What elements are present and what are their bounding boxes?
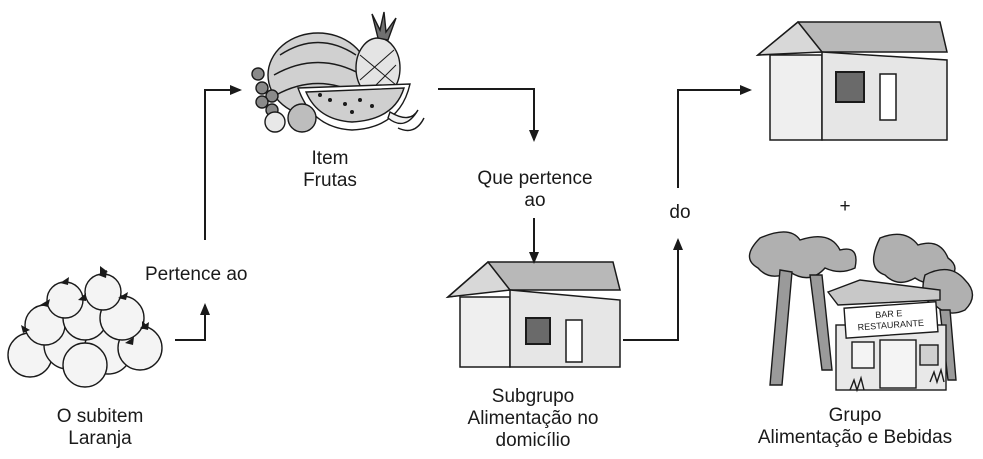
label-que-pertence: Que pertence ao bbox=[455, 168, 615, 212]
label-pertence: Pertence ao bbox=[145, 264, 275, 286]
label-do-text: do bbox=[669, 202, 691, 223]
label-item-line2: Frutas bbox=[303, 170, 357, 191]
restaurant-icon bbox=[748, 231, 974, 393]
label-item: Item Frutas bbox=[275, 148, 385, 192]
label-subitem: O subitem Laranja bbox=[35, 406, 165, 450]
arrow-do-to-group bbox=[677, 85, 752, 188]
label-subgrupo-line1: Subgrupo bbox=[491, 386, 575, 407]
restaurant-sign-line2: RESTAURANTE bbox=[857, 318, 924, 333]
label-subitem-line1: O subitem bbox=[56, 406, 144, 427]
arrow-subitem-to-item bbox=[204, 85, 242, 240]
label-que-pertence-line2: ao bbox=[524, 190, 546, 211]
fruit-basket-icon bbox=[251, 11, 425, 133]
label-plus: + bbox=[830, 196, 860, 218]
oranges-icon bbox=[7, 266, 163, 388]
arrow-subgrupo-up bbox=[623, 238, 683, 341]
label-grupo-line1: Grupo bbox=[828, 405, 882, 426]
label-subgrupo-line3: domicílio bbox=[495, 430, 571, 451]
label-item-line1: Item bbox=[311, 148, 349, 169]
label-do: do bbox=[655, 202, 705, 224]
label-grupo-line2: Alimentação e Bebidas bbox=[757, 427, 953, 448]
label-subgrupo: Subgrupo Alimentação no domicílio bbox=[438, 386, 628, 452]
label-subgrupo-line2: Alimentação no bbox=[467, 408, 599, 429]
arrow-oranges-up bbox=[175, 303, 210, 341]
house-icon-subgroup bbox=[445, 260, 621, 368]
label-plus-text: + bbox=[839, 196, 851, 217]
restaurant-sign-line1: BAR E bbox=[875, 308, 903, 320]
label-grupo: Grupo Alimentação e Bebidas bbox=[740, 405, 970, 449]
house-icon-group bbox=[755, 20, 948, 141]
label-subitem-line2: Laranja bbox=[68, 428, 132, 449]
label-que-pertence-line1: Que pertence bbox=[477, 168, 593, 189]
arrow-item-down bbox=[438, 88, 539, 142]
label-pertence-text: Pertence ao bbox=[145, 264, 248, 285]
